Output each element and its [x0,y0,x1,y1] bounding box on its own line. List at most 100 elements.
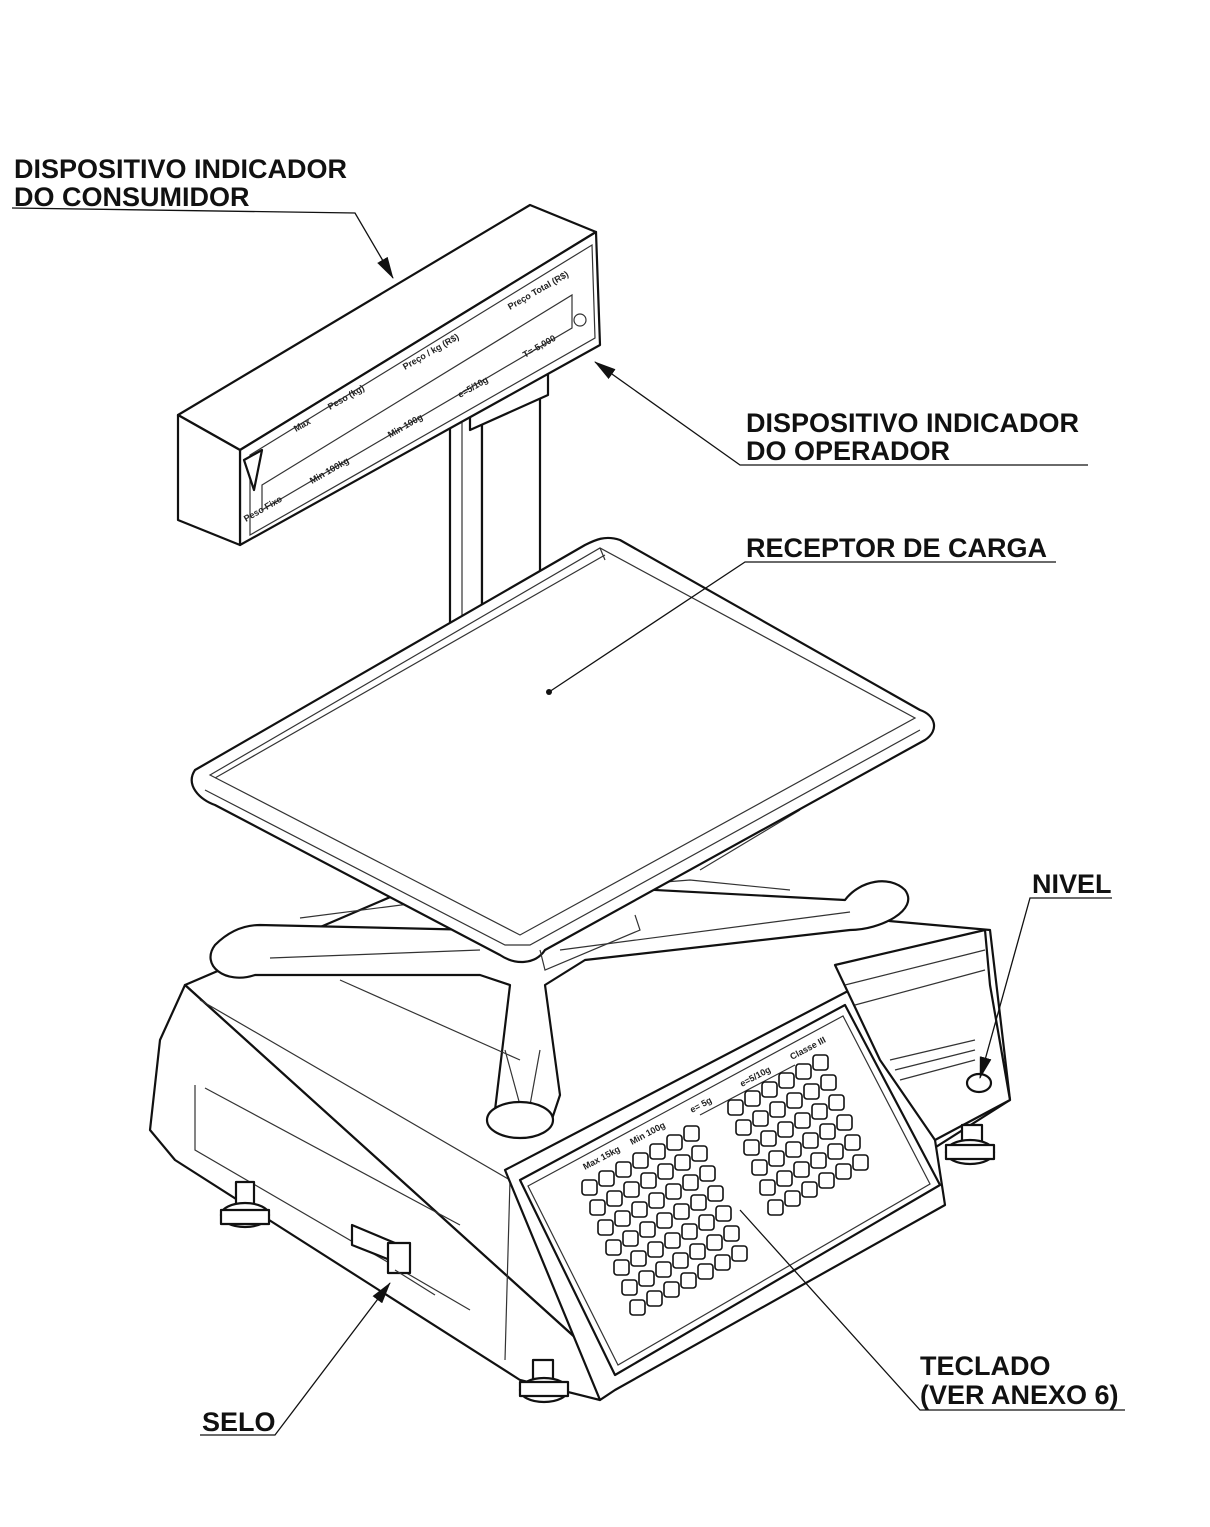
foot-left [219,1180,271,1229]
keypad-key [622,1230,639,1247]
keypad-key [727,1099,744,1116]
label-consumidor-line1: DISPOSITIVO INDICADOR [14,154,347,184]
keypad-key [656,1212,673,1229]
keypad-key [691,1145,708,1162]
keypad-key [648,1192,665,1209]
receptor-dot [546,689,552,695]
keypad-key [663,1281,680,1298]
keypad-key [803,1083,820,1100]
keypad-key [665,1183,682,1200]
keypad-key [649,1143,666,1160]
keypad-key [664,1232,681,1249]
keypad-key [680,1272,697,1289]
keypad-key [715,1205,732,1222]
level-bubble [965,1072,993,1094]
keypad-key [597,1219,614,1236]
keypad-key [786,1092,803,1109]
keypad-key [776,1170,793,1187]
leader-consumidor [11,207,394,279]
keypad-key [778,1072,795,1089]
keypad-key [777,1121,794,1138]
keypad-key [674,1154,691,1171]
keypad-key [767,1199,784,1216]
keypad-key [735,1119,752,1136]
keypad-key [639,1221,656,1238]
leader-teclado [739,1209,1125,1411]
keypad-key [811,1103,828,1120]
keypad-key [630,1250,647,1267]
keypad-key [631,1201,648,1218]
keypad-key [744,1090,761,1107]
leader-operador [594,361,1088,466]
keypad-key [759,1179,776,1196]
keypad-key [699,1165,716,1182]
keypad-key [795,1063,812,1080]
scale-feet [219,1123,996,1404]
keypad-key [613,1259,630,1276]
keypad-key [844,1134,861,1151]
keypad-key [827,1143,844,1160]
keypad-key [801,1181,818,1198]
keypad-key [638,1270,655,1287]
keypad-key [697,1263,714,1280]
keypad-key [605,1239,622,1256]
load-receptor-pan [190,536,936,971]
keypad-key [802,1132,819,1149]
keypad-key [629,1299,646,1316]
keypad-key [760,1130,777,1147]
display-head: Max Peso (kg) Preço / kg (R$) Preço Tota… [176,203,602,547]
keypad-key [752,1110,769,1127]
keypad-key [655,1261,672,1278]
leader-lines [11,207,1125,1436]
keypad-key [606,1190,623,1207]
label-teclado-line1: TECLADO [920,1351,1051,1381]
callout-labels: DISPOSITIVO INDICADOR DO CONSUMIDOR DISP… [14,154,1119,1437]
keypad-key [784,1190,801,1207]
leader-receptor [548,561,1056,693]
keypad-key [681,1223,698,1240]
keypad-key [689,1243,706,1260]
label-operador-line2: DO OPERADOR [746,436,950,466]
keypad-key [835,1163,852,1180]
keypad-key [793,1161,810,1178]
label-nivel: NIVEL [1032,869,1112,899]
keypad-key [621,1279,638,1296]
keypad-key [743,1139,760,1156]
keypad-key [723,1225,740,1242]
keypad-key [820,1074,837,1091]
keypad-key [647,1241,664,1258]
keypad-key [768,1150,785,1167]
keypad-key [589,1199,606,1216]
keypad-key [812,1054,829,1071]
keypad-key [818,1172,835,1189]
leader-nivel [979,897,1112,1079]
keypad-key [581,1179,598,1196]
keypad-key [828,1094,845,1111]
keypad-key [598,1170,615,1187]
keypad-key [623,1181,640,1198]
label-operador-line1: DISPOSITIVO INDICADOR [746,408,1079,438]
keypad-key [714,1254,731,1271]
keypad-key [785,1141,802,1158]
logo-mark [242,448,264,492]
keypad-key [731,1245,748,1262]
label-teclado-line2: (VER ANEXO 6) [920,1380,1119,1410]
keypad-key [657,1163,674,1180]
keypad-key [690,1194,707,1211]
keypad-key [614,1210,631,1227]
keypad-key [640,1172,657,1189]
keypad-right [727,1054,869,1216]
keypad-key [751,1159,768,1176]
keypad-key [632,1152,649,1169]
keypad-key [769,1101,786,1118]
keypad-key [706,1234,723,1251]
keypad-key [794,1112,811,1129]
keypad-key [682,1174,699,1191]
leader-selo [200,1282,391,1436]
keypad-key [819,1123,836,1140]
keypad-key [683,1125,700,1142]
keypad-key [761,1081,778,1098]
keypad-key [698,1214,715,1231]
